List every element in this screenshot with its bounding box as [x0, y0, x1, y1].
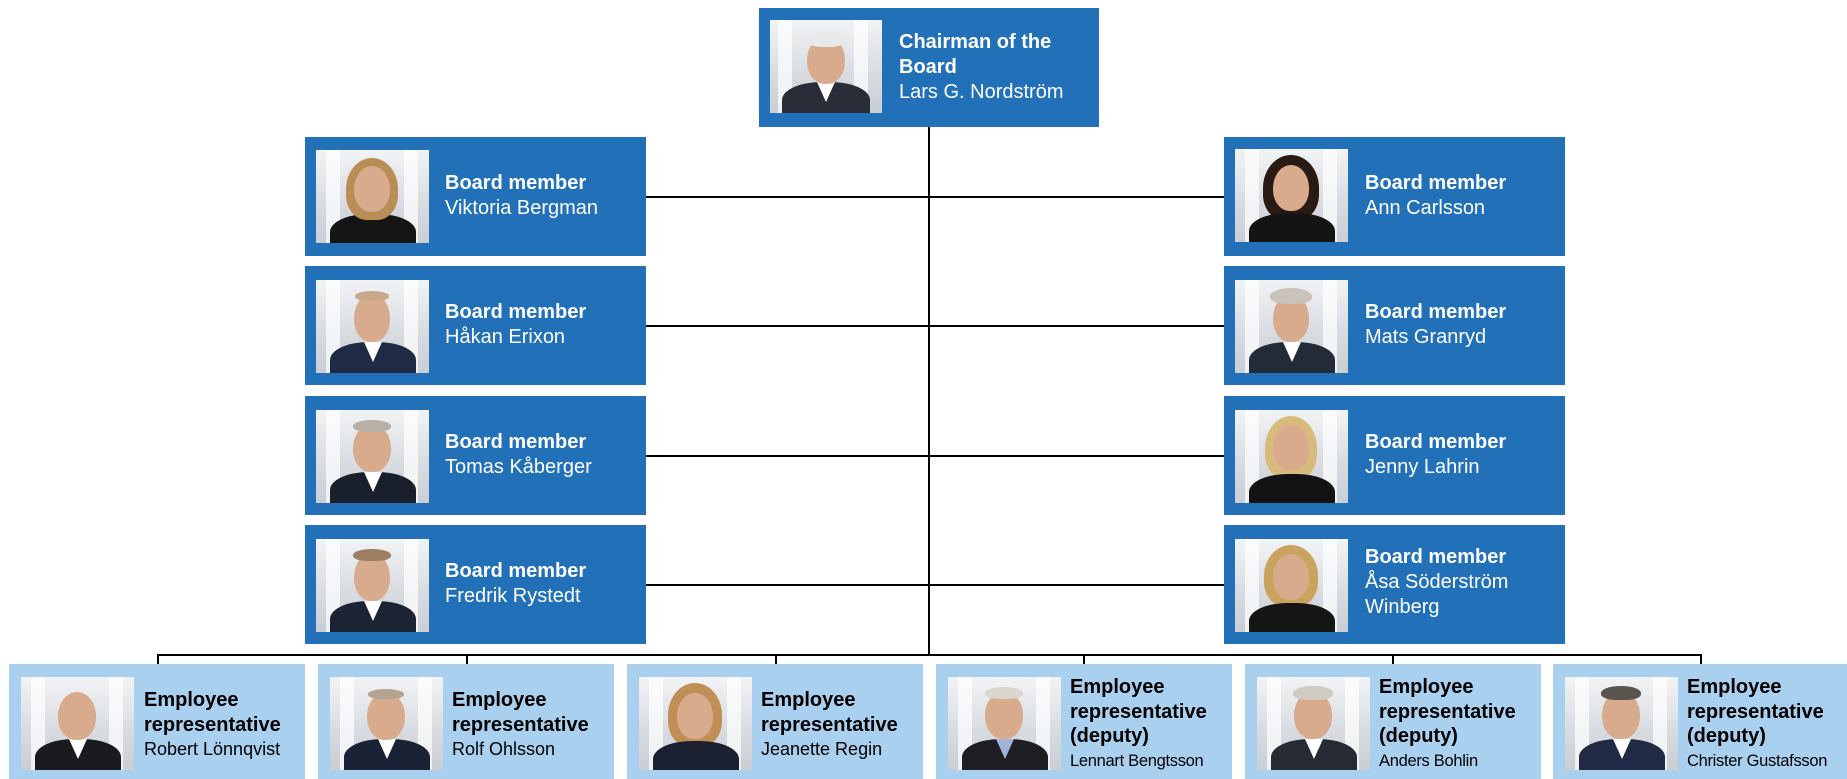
connector-employee-3	[775, 654, 777, 664]
connector-employee-2	[466, 654, 468, 664]
employee-name: Anders Bohlin	[1379, 751, 1478, 770]
board-member-name: Ann Carlsson	[1365, 197, 1486, 219]
board-member-role: Board member	[445, 560, 587, 582]
board-member-role: Board member	[1365, 301, 1507, 323]
board-member-photo	[316, 280, 429, 373]
board-member-card: Board member Tomas Kåberger	[305, 396, 646, 515]
employee-card: Employee representative Robert Lönnqvist	[9, 664, 305, 779]
employee-name: Robert Lönnqvist	[144, 739, 281, 759]
connector-employee-1	[157, 654, 159, 664]
employee-role: Employee representative (deputy)	[1687, 676, 1824, 747]
employee-photo	[1257, 677, 1370, 770]
employee-photo	[639, 677, 752, 770]
board-member-card: Board member Mats Granryd	[1224, 266, 1565, 385]
board-member-photo	[316, 150, 429, 243]
connector-employee-6	[1700, 654, 1702, 664]
employee-role: Employee representative (deputy)	[1070, 676, 1207, 747]
chairman-card: Chairman of the Board Lars G. Nordström	[759, 8, 1099, 127]
board-member-name: Håkan Erixon	[445, 326, 566, 348]
employee-card: Employee representative Jeanette Regin	[627, 664, 923, 779]
chairman-name: Lars G. Nordström	[899, 81, 1064, 103]
board-member-name: Fredrik Rystedt	[445, 585, 581, 607]
employee-role: Employee representative	[144, 689, 281, 736]
board-member-card: Board member Åsa Söderström Winberg	[1224, 525, 1565, 644]
board-member-card: Board member Viktoria Bergman	[305, 137, 646, 256]
board-member-photo	[1235, 149, 1348, 242]
board-member-name: Åsa Söderström Winberg	[1365, 571, 1509, 618]
employee-card: Employee representative Rolf Ohlsson	[318, 664, 614, 779]
board-member-role: Board member	[445, 431, 587, 453]
board-member-card: Board member Jenny Lahrin	[1224, 396, 1565, 515]
employee-photo	[1565, 677, 1678, 770]
board-member-photo	[316, 539, 429, 632]
connector-row-2	[646, 325, 1224, 327]
board-member-photo	[1235, 539, 1348, 632]
board-member-photo	[316, 410, 429, 503]
employee-photo	[21, 677, 134, 770]
employee-card: Employee representative (deputy) Anders …	[1245, 664, 1541, 779]
connector-trunk	[928, 127, 930, 655]
chairman-photo	[770, 20, 882, 113]
employee-name: Jeanette Regin	[761, 739, 883, 759]
employee-role: Employee representative	[761, 689, 898, 736]
board-member-photo	[1235, 280, 1348, 373]
board-member-card: Board member Håkan Erixon	[305, 266, 646, 385]
board-member-role: Board member	[1365, 172, 1507, 194]
connector-row-4	[646, 584, 1224, 586]
employee-card: Employee representative (deputy) Lennart…	[936, 664, 1232, 779]
board-member-card: Board member Fredrik Rystedt	[305, 525, 646, 644]
employee-name: Christer Gustafsson	[1687, 751, 1828, 770]
employee-role: Employee representative	[452, 689, 589, 736]
connector-row-3	[646, 455, 1224, 457]
board-member-name: Mats Granryd	[1365, 326, 1487, 348]
employee-card: Employee representative (deputy) Christe…	[1553, 664, 1847, 779]
employee-name: Lennart Bengtsson	[1070, 751, 1204, 770]
connector-employee-5	[1392, 654, 1394, 664]
board-member-role: Board member	[1365, 546, 1507, 568]
board-member-role: Board member	[1365, 431, 1507, 453]
board-member-role: Board member	[445, 172, 587, 194]
connector-row-1	[646, 196, 1224, 198]
board-member-name: Jenny Lahrin	[1365, 456, 1480, 478]
board-member-name: Viktoria Bergman	[445, 197, 599, 219]
employee-name: Rolf Ohlsson	[452, 739, 556, 759]
employee-photo	[330, 677, 443, 770]
connector-employee-bus	[157, 654, 1702, 656]
chairman-role: Chairman of the Board	[899, 31, 1052, 78]
employee-photo	[948, 677, 1061, 770]
board-member-name: Tomas Kåberger	[445, 456, 592, 478]
board-member-role: Board member	[445, 301, 587, 323]
board-member-photo	[1235, 410, 1348, 503]
employee-role: Employee representative (deputy)	[1379, 676, 1516, 747]
board-member-card: Board member Ann Carlsson	[1224, 137, 1565, 256]
connector-employee-4	[1083, 654, 1085, 664]
